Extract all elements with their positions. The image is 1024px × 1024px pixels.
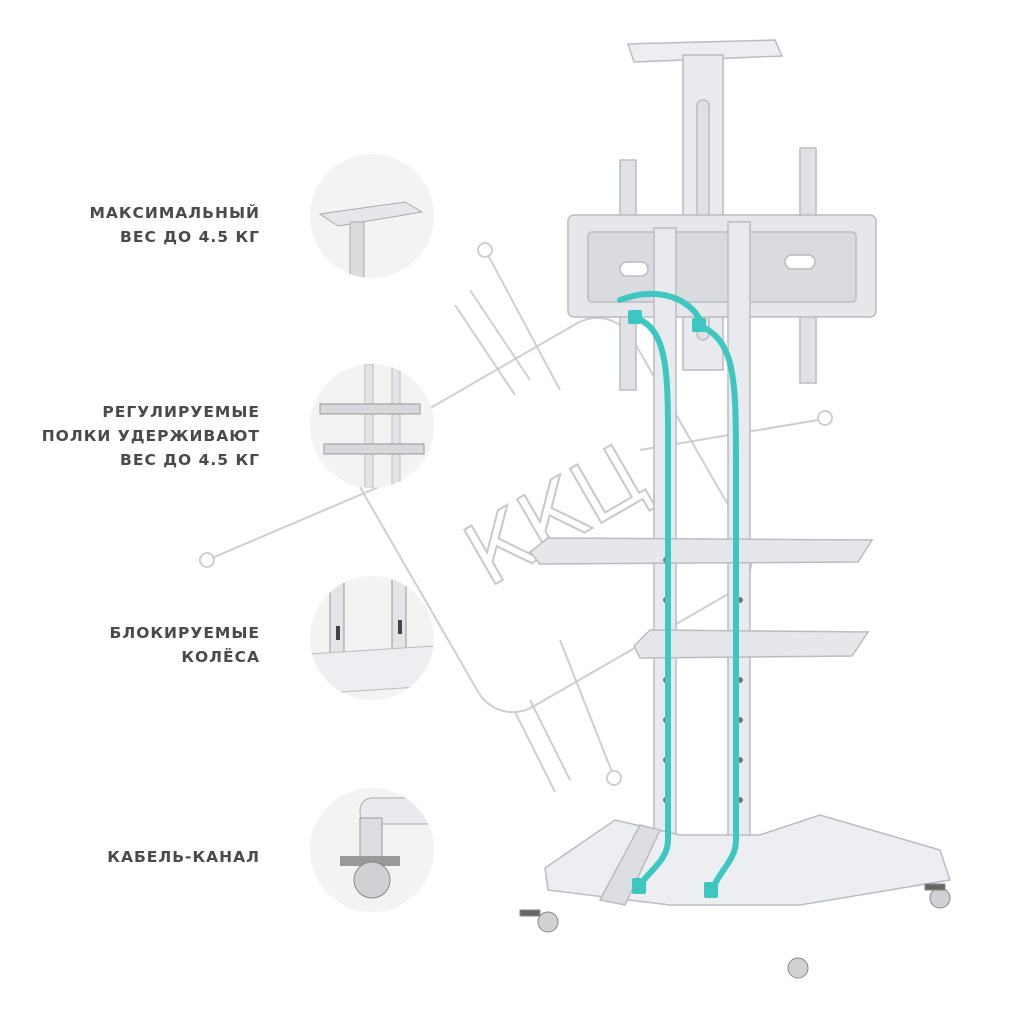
cable-plugs: [628, 310, 718, 898]
cable-channel-icon: [310, 788, 434, 912]
feature-cable-channel: КАБЕЛЬ-КАНАЛ: [107, 845, 260, 869]
shelf-upper: [528, 537, 874, 565]
feature-max-weight: МАКСИМАЛЬНЫЙ ВЕС ДО 4.5 КГ: [89, 201, 260, 249]
feature-adjustable-shelves: РЕГУЛИРУЕМЫЕ ПОЛКИ УДЕРЖИВАЮТ ВЕС ДО 4.5…: [42, 400, 260, 472]
feature-text: ПОЛКИ УДЕРЖИВАЮТ: [41, 427, 260, 445]
top-shelf-icon: [310, 154, 434, 278]
wheels: [519, 883, 951, 979]
camera-shelf: [626, 39, 784, 63]
shelf-lower: [633, 629, 870, 659]
feature-text: БЛОКИРУЕМЫЕ: [109, 624, 260, 642]
cables: [617, 290, 739, 893]
feature-locking-wheels: БЛОКИРУЕМЫЕ КОЛЁСА: [110, 621, 260, 669]
locking-wheels-icon: [310, 576, 434, 700]
feature-text: КОЛЁСА: [181, 648, 260, 666]
shelves-icon: [310, 364, 434, 488]
feature-text: ВЕС ДО 4.5 КГ: [120, 228, 260, 246]
feature-text: КАБЕЛЬ-КАНАЛ: [107, 848, 260, 866]
feature-text: ВЕС ДО 4.5 КГ: [120, 451, 260, 469]
feature-text: РЕГУЛИРУЕМЫЕ: [102, 403, 260, 421]
feature-text: МАКСИМАЛЬНЫЙ: [89, 204, 260, 222]
